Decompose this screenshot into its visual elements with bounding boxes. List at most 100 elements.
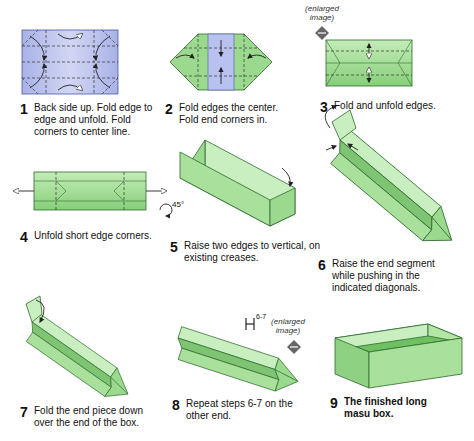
folded-strip (326, 40, 340, 63)
square-paper (22, 62, 118, 63)
half-finished-box (172, 327, 303, 397)
unfolded-strip (14, 172, 172, 216)
step-number: 9 (330, 396, 338, 410)
step-number: 4 (20, 230, 28, 244)
step-number: 3 (320, 100, 328, 114)
raising-end (326, 146, 336, 150)
folded-strip (369, 44, 370, 58)
enlarge-note: (enlarged image) (266, 317, 310, 335)
step-instruction: Raise the end segment while pushing in t… (332, 258, 457, 294)
step-instruction: Unfold short edge corners. (34, 230, 174, 242)
enlarge-icon (290, 346, 298, 347)
folded-strip (398, 63, 412, 86)
enlarge-icon (318, 32, 326, 33)
unfolded-strip (14, 191, 34, 192)
enlarge-icon (287, 340, 301, 354)
folded-paper (221, 68, 222, 84)
unfolded-strip (34, 172, 146, 210)
folded-paper (184, 34, 258, 90)
unfolded-strip (124, 172, 125, 210)
raising-end (325, 106, 464, 255)
step-instruction: Fold edges the center. Fold end corners … (179, 102, 289, 126)
unfolded-strip (34, 181, 146, 182)
square-paper (94, 30, 95, 94)
square-paper (30, 36, 44, 60)
square-paper (30, 64, 44, 88)
folded-paper (176, 55, 194, 58)
raised-box (180, 152, 270, 226)
unfolded-strip (56, 181, 66, 191)
step-number: 2 (165, 102, 173, 116)
folded-strip (369, 68, 370, 82)
folded-paper (170, 34, 272, 90)
raising-end (332, 110, 356, 140)
step-number: 5 (170, 240, 178, 254)
folded-strip (326, 40, 412, 86)
folded-paper (221, 40, 222, 56)
square-paper (22, 30, 38, 46)
folded-strip (369, 44, 370, 82)
enlarge-icon (315, 26, 329, 40)
folded-strip (326, 63, 412, 64)
square-paper (22, 30, 118, 94)
step-number: 6 (318, 258, 326, 272)
step-number: 8 (172, 398, 180, 412)
enlarge-icon (315, 26, 329, 40)
folded-strip (326, 40, 412, 86)
enlarge-icon (287, 340, 301, 354)
half-finished-box (246, 318, 254, 330)
repeat-range: 6-7 (256, 313, 266, 321)
unfolded-strip (56, 191, 66, 201)
square-paper (22, 30, 118, 94)
square-paper (22, 46, 118, 47)
square-paper (22, 78, 118, 79)
square-paper (30, 34, 110, 90)
folded-paper (198, 34, 199, 90)
folded-paper (244, 34, 245, 90)
square-paper (46, 30, 47, 94)
unfolded-strip (56, 172, 124, 210)
step-instruction: Repeat steps 6-7 on the other end. (186, 398, 301, 422)
folded-paper (170, 34, 272, 90)
square-paper (96, 64, 110, 88)
raised-box (180, 140, 295, 226)
folding-end (21, 296, 137, 407)
square-paper (102, 78, 118, 94)
raised-box (270, 188, 295, 226)
unfolded-strip (146, 191, 166, 192)
square-paper (102, 30, 118, 46)
folding-end (26, 296, 42, 322)
unfolded-strip (34, 201, 146, 202)
folded-paper (208, 34, 234, 90)
folded-strip (398, 40, 412, 63)
step-instruction: Fold the end piece down over the end of … (34, 405, 164, 429)
step-number: 1 (20, 102, 28, 116)
unfolded-strip (114, 181, 124, 191)
step-instruction: Back side up. Fold edge to edge and unfo… (34, 102, 164, 138)
folded-paper (176, 40, 266, 84)
square-paper (58, 85, 82, 90)
square-paper (22, 78, 38, 94)
finished-box (428, 324, 462, 340)
step-number: 7 (20, 405, 28, 419)
finished-box (335, 324, 462, 388)
raising-end (348, 144, 358, 150)
rotation-angle: 45° (172, 200, 184, 209)
raised-box (282, 168, 290, 186)
folding-end (21, 313, 137, 407)
raising-end (325, 129, 464, 255)
folded-strip (326, 40, 412, 86)
step-instruction: The finished long masu box. (344, 396, 434, 420)
half-finished-box (246, 323, 254, 324)
enlarge-note: (enlarged image) (300, 4, 344, 22)
step-instruction: Fold and unfold edges. (334, 100, 454, 112)
unfolded-strip (34, 181, 146, 201)
finished-box (369, 338, 462, 388)
square-paper (22, 30, 118, 94)
step-instruction: Raise two edges to vertical, on existing… (184, 240, 329, 264)
finished-box (335, 338, 369, 388)
square-paper (58, 34, 82, 39)
unfolded-strip (56, 172, 57, 210)
folded-strip (326, 63, 340, 86)
